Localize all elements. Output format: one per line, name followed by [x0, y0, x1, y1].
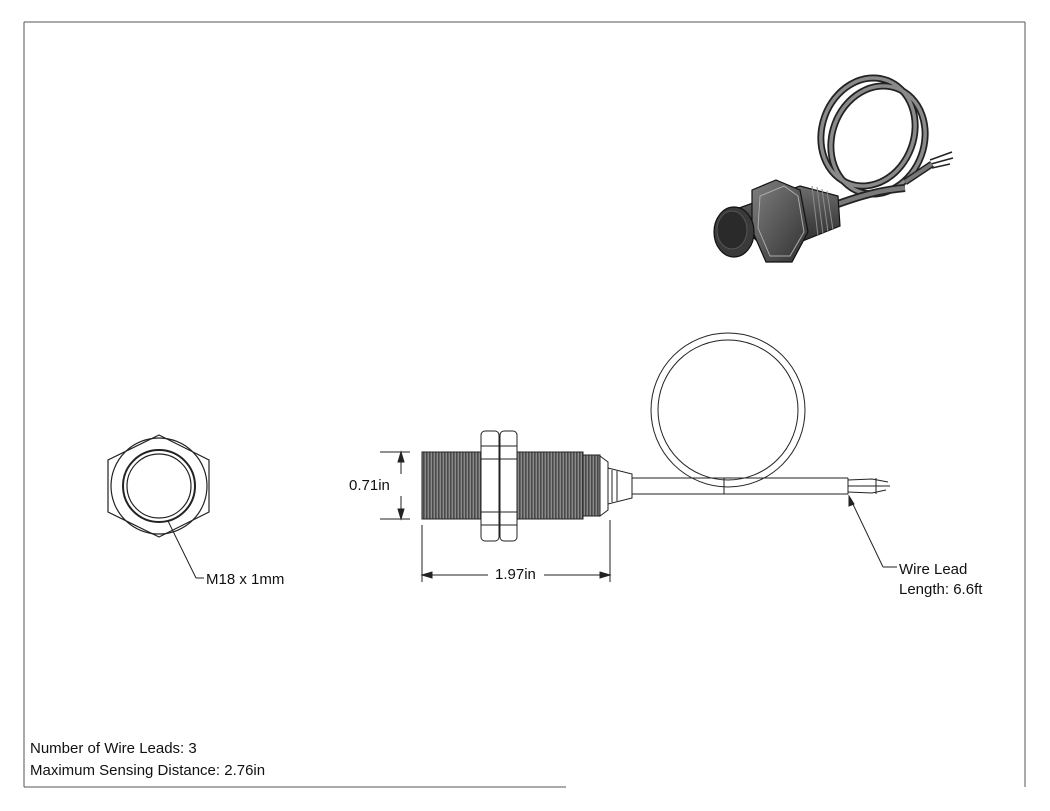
wire-lead-label: Wire Lead	[899, 561, 968, 578]
rear-cap	[599, 455, 609, 517]
diameter-label: 0.71in	[349, 477, 390, 494]
isometric-view	[713, 74, 954, 263]
end-view-hex-nut	[107, 434, 210, 538]
thread-leader	[167, 520, 204, 579]
cable	[632, 332, 890, 495]
length-label: 1.97in	[495, 566, 536, 583]
spec-wire-leads: Number of Wire Leads: 3	[30, 740, 197, 757]
wire-lead-ends	[847, 478, 890, 494]
cable-coil	[650, 332, 806, 488]
diameter-dimension	[380, 450, 410, 521]
strain-relief	[607, 467, 633, 505]
wire-lead-length-label: Length: 6.6ft	[899, 581, 983, 598]
side-view-sensor	[421, 430, 633, 542]
wire-lead-leader	[848, 494, 897, 568]
thread-spec-label: M18 x 1mm	[206, 571, 285, 588]
iso-mounting-nut	[751, 179, 809, 263]
length-dimension	[420, 520, 612, 582]
spec-sensing-distance: Maximum Sensing Distance: 2.76in	[30, 762, 266, 779]
sheet-border	[23, 21, 1026, 788]
